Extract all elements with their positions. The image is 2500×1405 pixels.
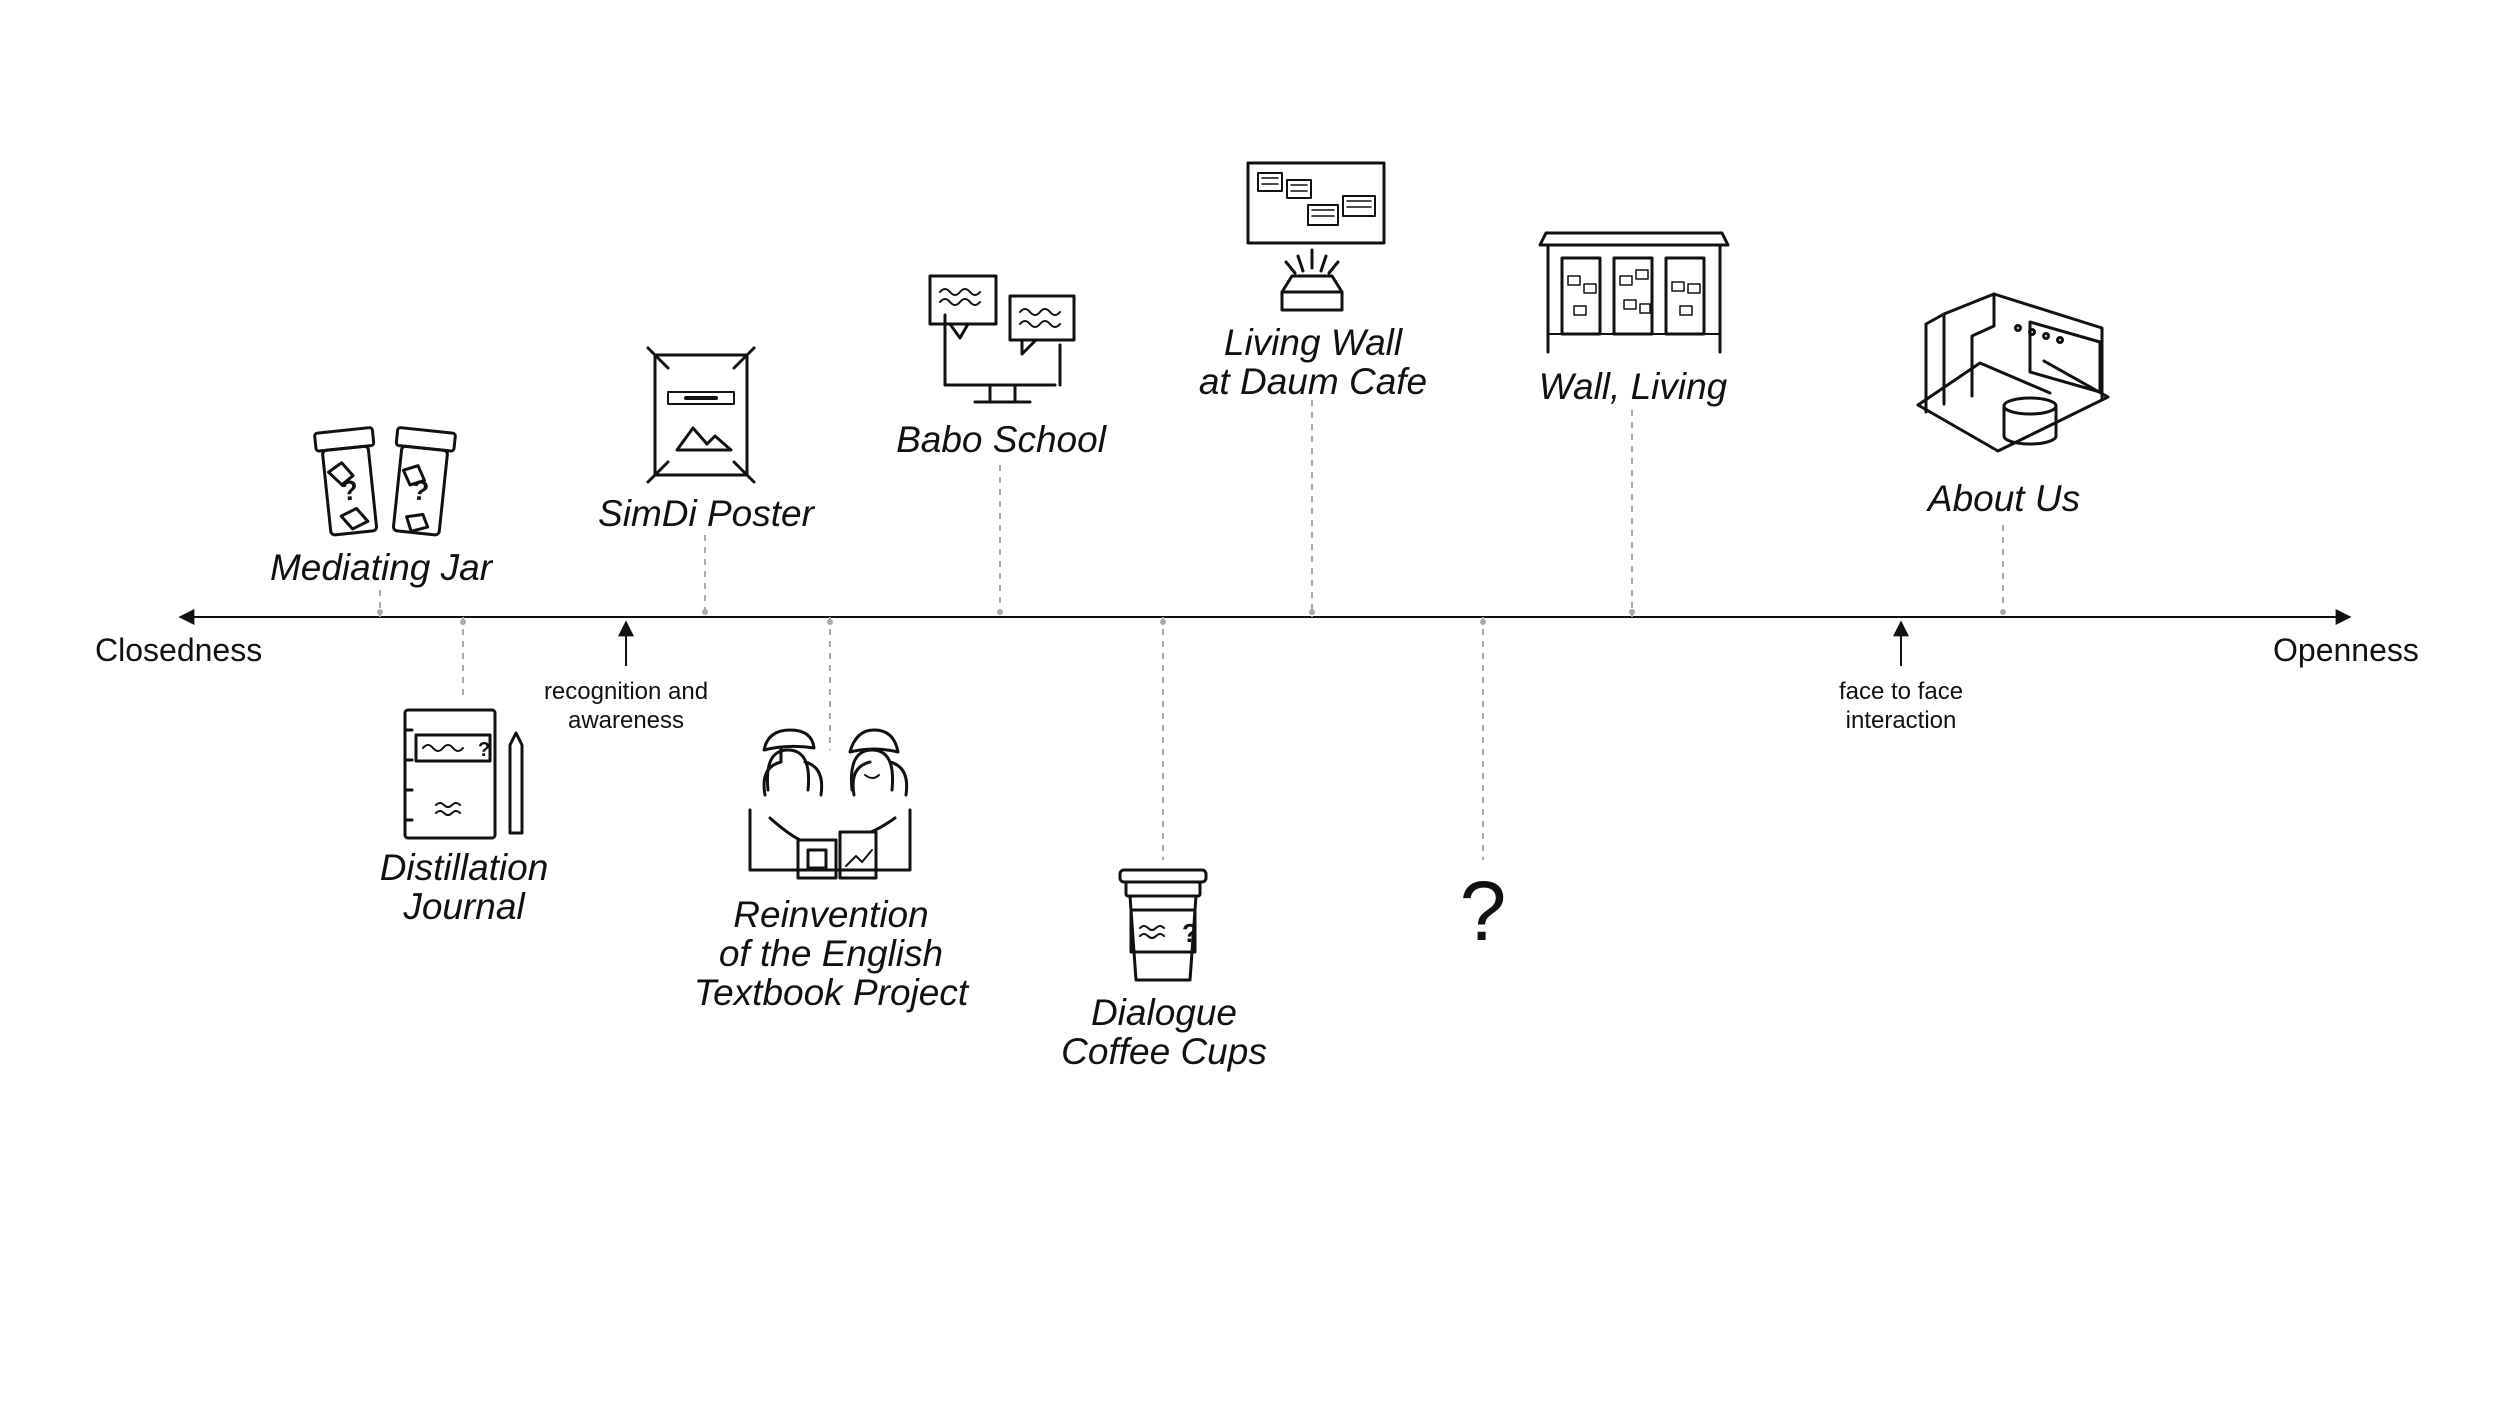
unknown-project-mark: ? bbox=[1459, 864, 1507, 958]
svg-text:?: ? bbox=[478, 739, 490, 761]
jar-icon: ? ? bbox=[313, 426, 457, 537]
dialogue-cups-title-1: Dialogue bbox=[1090, 992, 1238, 1033]
distillation-journal-title-1: Distillation bbox=[379, 847, 549, 888]
poster-icon bbox=[646, 346, 756, 484]
reinvention-label: Reinvention of the English Textbook Proj… bbox=[694, 895, 968, 1012]
reinvention-title-3: Textbook Project bbox=[693, 972, 969, 1013]
closedness-label: Closedness bbox=[95, 632, 263, 668]
simdi-poster-title: SimDi Poster bbox=[598, 493, 814, 534]
living-wall-daum-label: Living Wall at Daum Cafe bbox=[1199, 323, 1427, 401]
mediating-jar-title: Mediating Jar bbox=[269, 547, 493, 588]
reinvention-title-2: of the English bbox=[718, 933, 944, 974]
living-wall-title-1: Living Wall bbox=[1223, 322, 1403, 363]
recognition-note: recognition and awareness bbox=[544, 677, 708, 735]
babo-school-label: Babo School bbox=[896, 420, 1106, 459]
face-to-face-note-line-2: interaction bbox=[1845, 707, 1957, 734]
journal-icon: ? bbox=[403, 708, 524, 840]
projector-wall-icon bbox=[1246, 161, 1386, 312]
svg-text:?: ? bbox=[339, 474, 359, 507]
room-icon bbox=[1916, 292, 2110, 453]
recognition-note-line-1: recognition and bbox=[543, 678, 709, 705]
wall-living-label: Wall, Living bbox=[1539, 367, 1728, 406]
dialogue-coffee-cups-label: Dialogue Coffee Cups bbox=[1061, 993, 1267, 1071]
openness-label: Openness bbox=[2273, 632, 2419, 668]
living-wall-title-2: at Daum Cafe bbox=[1198, 361, 1428, 402]
face-to-face-note: face to face interaction bbox=[1839, 677, 1963, 735]
svg-text:?: ? bbox=[410, 474, 430, 507]
recognition-note-line-2: awareness bbox=[567, 707, 685, 734]
dialogue-cups-title-2: Coffee Cups bbox=[1061, 1031, 1267, 1072]
bus-stop-icon bbox=[1538, 231, 1730, 354]
face-to-face-note-line-1: face to face bbox=[1838, 678, 1964, 705]
simdi-poster-label: SimDi Poster bbox=[598, 494, 814, 533]
wall-living-title: Wall, Living bbox=[1538, 366, 1728, 407]
about-us-label: About Us bbox=[1928, 479, 2080, 518]
babo-school-title: Babo School bbox=[896, 419, 1106, 460]
reinvention-title-1: Reinvention bbox=[733, 894, 929, 935]
coffee-cup-icon: ? bbox=[1118, 868, 1208, 982]
about-us-title: About Us bbox=[1927, 478, 2081, 519]
mediating-jar-label: Mediating Jar bbox=[270, 548, 492, 587]
connector-lines bbox=[379, 400, 2004, 860]
students-icon bbox=[748, 728, 912, 880]
monitor-chat-icon bbox=[928, 274, 1076, 404]
axis-ticks bbox=[377, 609, 2006, 625]
distillation-journal-title-2: Journal bbox=[403, 886, 525, 927]
svg-text:?: ? bbox=[1182, 918, 1198, 948]
distillation-journal-label: Distillation Journal bbox=[380, 848, 549, 926]
